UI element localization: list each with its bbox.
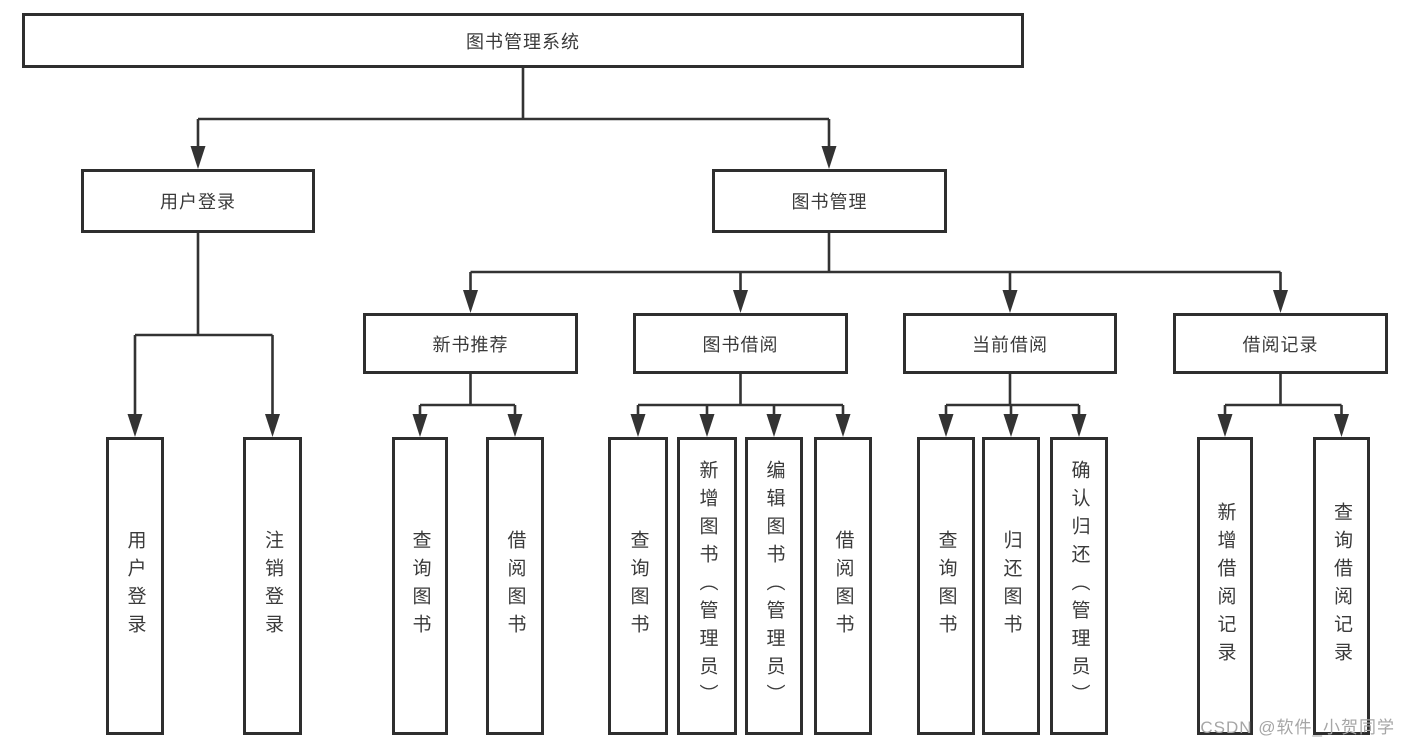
node-label: 确认归还（管理员） <box>1068 460 1090 712</box>
node-book-management-branch: 图书管理 <box>712 169 947 233</box>
node-label: 新增借阅记录 <box>1214 502 1236 670</box>
arrowhead <box>190 146 206 169</box>
arrowhead <box>507 414 523 437</box>
node-return-book: 归还图书 <box>982 437 1040 735</box>
node-label: 图书管理 <box>791 192 868 212</box>
node-logout-leaf: 注销登录 <box>243 437 302 735</box>
line <box>196 68 831 150</box>
arrowhead <box>1273 290 1288 313</box>
node-label: 查询图书 <box>409 530 431 642</box>
node-query-books-3: 查询图书 <box>917 437 975 735</box>
node-label: 查询图书 <box>935 530 957 642</box>
node-add-borrow-record: 新增借阅记录 <box>1197 437 1253 735</box>
line <box>1223 374 1343 418</box>
arrowhead <box>463 290 478 313</box>
node-confirm-return-admin: 确认归还（管理员） <box>1050 437 1108 735</box>
node-root-label: 图书管理系统 <box>466 31 580 52</box>
line <box>418 374 517 418</box>
node-label: 借阅图书 <box>832 530 854 642</box>
node-query-borrow-record: 查询借阅记录 <box>1313 437 1370 735</box>
node-label: 借阅图书 <box>504 530 526 642</box>
line <box>133 233 274 418</box>
connector-group-current-borrow <box>938 374 1087 437</box>
connector-user-branch <box>127 233 280 437</box>
node-root: 图书管理系统 <box>22 13 1024 68</box>
node-label: 用户登录 <box>124 530 146 642</box>
arrowhead <box>733 290 748 313</box>
node-borrow-records: 借阅记录 <box>1173 313 1388 374</box>
node-query-books-2: 查询图书 <box>608 437 668 735</box>
arrowhead <box>412 414 428 437</box>
arrowhead <box>821 146 837 169</box>
node-label: 用户登录 <box>160 192 236 212</box>
arrowhead <box>835 414 851 437</box>
arrowhead <box>1003 414 1019 437</box>
node-add-book-admin: 新增图书（管理员） <box>677 437 737 735</box>
node-borrow-books-1: 借阅图书 <box>486 437 544 735</box>
node-label: 新增图书（管理员） <box>696 460 718 712</box>
watermark: CSDN @软件_小贺同学 <box>1200 718 1395 737</box>
node-label: 归还图书 <box>1000 530 1022 642</box>
line <box>469 233 1282 294</box>
arrowhead <box>1071 414 1087 437</box>
arrowhead <box>1002 290 1018 313</box>
arrowhead <box>699 414 715 437</box>
line <box>636 374 845 418</box>
arrowhead <box>1334 414 1349 437</box>
node-current-borrow: 当前借阅 <box>903 313 1117 374</box>
arrowhead <box>630 414 646 437</box>
connector-group-book-borrow <box>630 374 851 437</box>
arrowhead <box>1217 414 1233 437</box>
node-book-borrow: 图书借阅 <box>633 313 848 374</box>
connector-root-to-level2 <box>190 68 837 169</box>
node-label: 图书借阅 <box>702 334 779 355</box>
arrowhead <box>265 414 280 437</box>
node-user-login-leaf: 用户登录 <box>106 437 164 735</box>
node-user-login-branch: 用户登录 <box>81 169 315 233</box>
node-label: 注销登录 <box>262 530 283 642</box>
node-label: 新书推荐 <box>432 334 509 355</box>
node-label: 借阅记录 <box>1242 334 1319 355</box>
arrowhead <box>766 414 782 437</box>
node-edit-book-admin: 编辑图书（管理员） <box>745 437 803 735</box>
node-label: 编辑图书（管理员） <box>763 460 785 712</box>
connector-group-new-books <box>412 374 523 437</box>
line <box>944 374 1081 418</box>
node-label: 查询图书 <box>627 530 649 642</box>
arrowhead <box>938 414 954 437</box>
node-label: 当前借阅 <box>972 334 1048 355</box>
connector-book-branch <box>463 233 1288 313</box>
node-new-book-recommend: 新书推荐 <box>363 313 578 374</box>
arrowhead <box>127 414 143 437</box>
node-label: 查询借阅记录 <box>1331 502 1352 670</box>
connector-group-borrow-records <box>1217 374 1349 437</box>
node-query-books-1: 查询图书 <box>392 437 448 735</box>
node-borrow-books-2: 借阅图书 <box>814 437 872 735</box>
